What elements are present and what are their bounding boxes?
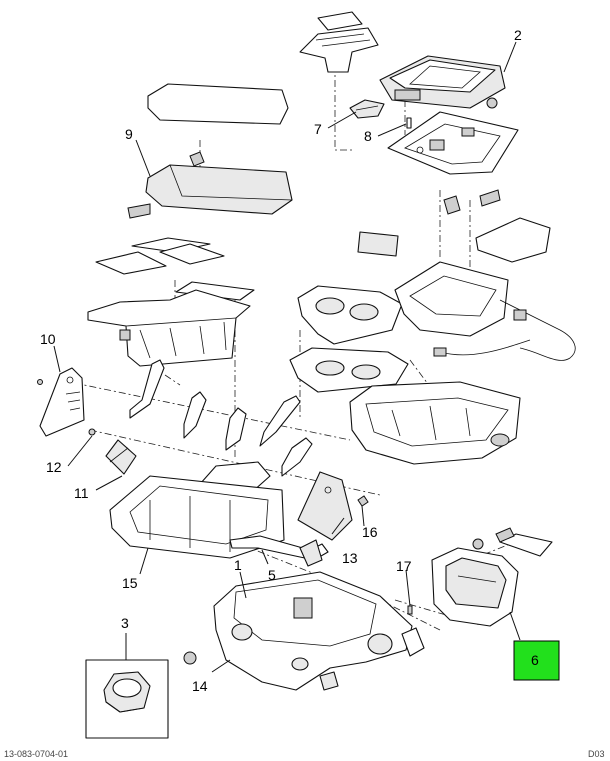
callout-5: 5 bbox=[268, 567, 276, 583]
callout-3: 3 bbox=[121, 615, 129, 631]
callout-10: 10 bbox=[40, 331, 56, 347]
hinge-arms bbox=[129, 359, 313, 495]
callout-13: 13 bbox=[342, 550, 358, 566]
callout-7: 7 bbox=[314, 121, 322, 137]
mount-plate bbox=[297, 471, 353, 541]
callout-8: 8 bbox=[364, 128, 372, 144]
console-top-frame bbox=[357, 189, 551, 337]
lid-gasket bbox=[299, 11, 379, 73]
footer-page-code: D03 bbox=[588, 749, 605, 759]
cup-holder-bin bbox=[289, 285, 409, 393]
callout-14: 14 bbox=[192, 678, 208, 694]
latch-bracket bbox=[105, 439, 137, 475]
release-rod bbox=[229, 535, 329, 567]
console-base-shell bbox=[349, 381, 521, 465]
storage-bin bbox=[87, 289, 251, 367]
hinge-plate bbox=[387, 111, 519, 175]
callout-9: 9 bbox=[125, 126, 133, 142]
side-bracket bbox=[39, 367, 85, 437]
leader-lines bbox=[53, 41, 521, 673]
storage-tray bbox=[127, 83, 293, 219]
callout-15: 15 bbox=[122, 575, 138, 591]
hex-nut-inset bbox=[85, 633, 169, 739]
lower-frame bbox=[109, 475, 285, 559]
screw bbox=[406, 117, 412, 129]
bolt bbox=[357, 495, 369, 507]
footer-drawing-number: 13-083-0704-01 bbox=[4, 749, 68, 759]
small-screw bbox=[407, 605, 413, 615]
highlight-box[interactable] bbox=[513, 640, 560, 681]
callout-2: 2 bbox=[514, 27, 522, 43]
callout-labels: 1 2 3 5 7 8 9 10 11 12 13 14 15 16 17 bbox=[40, 27, 522, 694]
armrest-lid bbox=[379, 55, 506, 109]
tray-mats bbox=[95, 237, 255, 301]
base-housing bbox=[183, 571, 425, 691]
highlighted-part-6[interactable]: 6 bbox=[513, 640, 560, 681]
callout-11: 11 bbox=[74, 485, 89, 501]
callout-1: 1 bbox=[234, 557, 242, 573]
callout-12: 12 bbox=[46, 459, 62, 475]
wire-harness bbox=[433, 299, 576, 361]
storage-module bbox=[431, 527, 553, 627]
lid-latch bbox=[349, 99, 385, 119]
callout-16: 16 bbox=[362, 524, 378, 540]
small-nut bbox=[37, 379, 96, 436]
callout-17: 17 bbox=[396, 558, 412, 574]
callout-6[interactable]: 6 bbox=[531, 652, 539, 668]
